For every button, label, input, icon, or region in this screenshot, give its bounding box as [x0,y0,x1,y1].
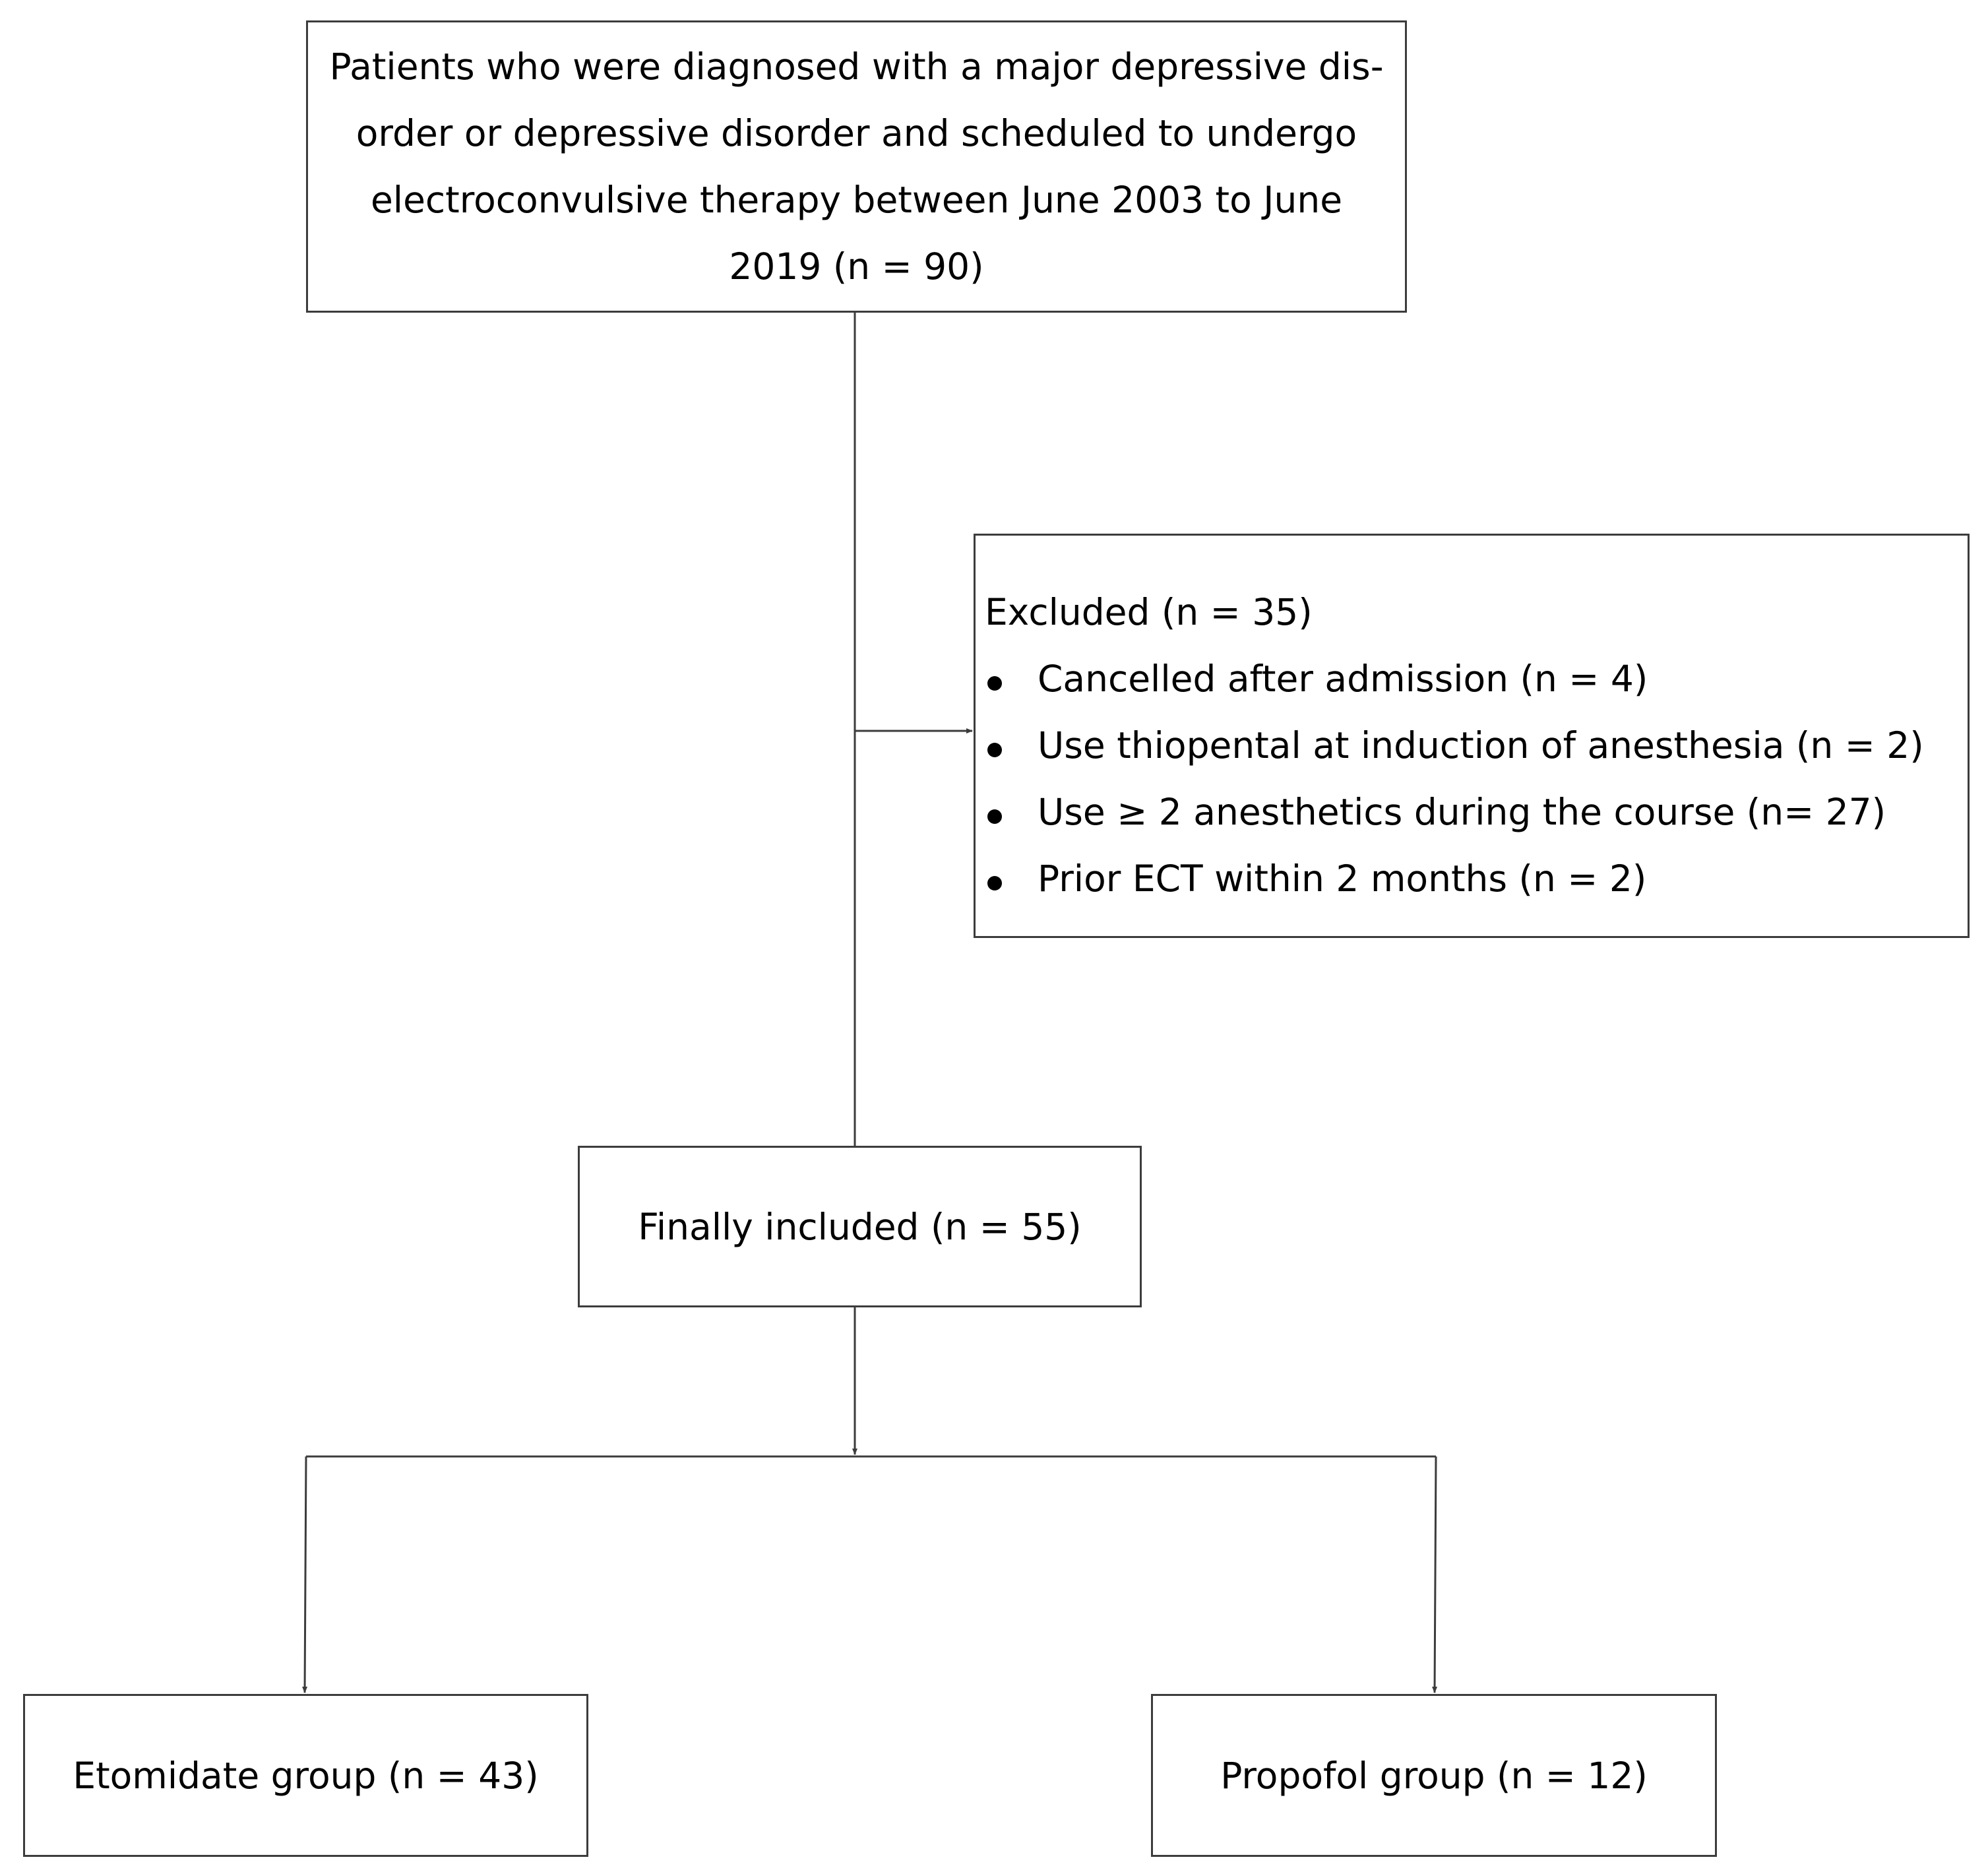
exclusion-item-text: Prior ECT within 2 months (n = 2) [1038,858,1647,900]
excluded-box: Excluded (n = 35) Cancelled after admiss… [974,534,1970,938]
exclusion-item: Use thiopental at induction of anesthesi… [985,712,1968,779]
exclusion-item: Prior ECT within 2 months (n = 2) [985,846,1968,912]
bullet-icon [987,742,1002,757]
excluded-title: Excluded (n = 35) [985,591,1313,633]
screened-line-4: 2019 (n = 90) [729,245,984,288]
screened-line-2: order or depressive disorder and schedul… [356,111,1357,154]
screened-patients-text: Patients who were diagnosed with a major… [329,34,1383,300]
finally-included-label: Finally included (n = 55) [638,1205,1082,1248]
exclusion-item-text: Cancelled after admission (n = 4) [1038,658,1648,700]
bullet-icon [987,809,1002,824]
exclusion-item-text: Use ≥ 2 anesthetics during the course (n… [1038,791,1886,833]
etomidate-arrow [302,1456,308,1693]
screened-patients-box: Patients who were diagnosed with a major… [306,20,1407,313]
finally-included-box: Finally included (n = 55) [578,1146,1142,1307]
exclusion-item: Cancelled after admission (n = 4) [985,646,1968,712]
bullet-icon [987,875,1002,891]
exclusion-item-text: Use thiopental at induction of anesthesi… [1038,724,1924,766]
screened-line-3: electroconvulsive therapy between June 2… [370,178,1343,221]
propofol-group-box: Propofol group (n = 12) [1151,1694,1717,1857]
screened-line-1: Patients who were diagnosed with a major… [329,45,1384,88]
propofol-group-label: Propofol group (n = 12) [1220,1754,1648,1797]
propofol-arrow [1432,1456,1438,1693]
exclusion-item: Use ≥ 2 anesthetics during the course (n… [985,779,1968,846]
bullet-icon [987,675,1002,691]
exclusion-reasons-list: Cancelled after admission (n = 4) Use th… [985,646,1968,912]
etomidate-group-box: Etomidate group (n = 43) [23,1694,588,1857]
etomidate-group-label: Etomidate group (n = 43) [73,1754,539,1797]
